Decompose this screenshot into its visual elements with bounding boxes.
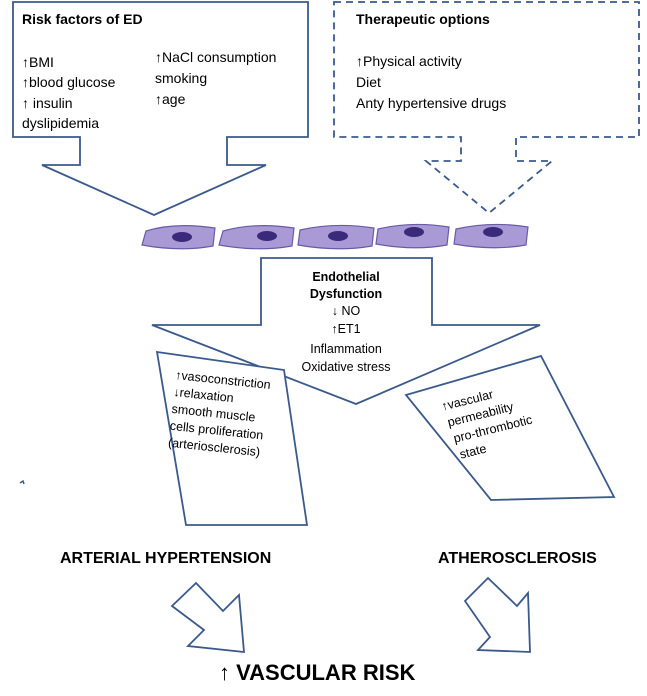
arterial-hypertension-label: ARTERIAL HYPERTENSION bbox=[60, 550, 272, 567]
left-branch-arrow bbox=[155, 350, 309, 526]
therapeutic-options-box bbox=[333, 1, 640, 215]
risk-factor-item: smoking bbox=[155, 70, 208, 86]
endothelial-item: Inflammation bbox=[310, 342, 382, 356]
therapeutic-option-item: ↑Physical activity bbox=[356, 53, 462, 69]
risk-factor-item: ↑ insulin bbox=[22, 95, 73, 111]
endothelial-item: Oxidative stress bbox=[301, 360, 391, 374]
endothelial-title: Dysfunction bbox=[309, 287, 383, 301]
endothelial-item: ↑ET1 bbox=[331, 322, 361, 336]
therapeutic-option-item: Diet bbox=[356, 74, 381, 90]
risk-factor-item: dyslipidemia bbox=[22, 115, 100, 131]
endothelial-title: Endothelial bbox=[312, 270, 380, 284]
risk-factors-box bbox=[12, 1, 309, 216]
endothelial-cell bbox=[141, 225, 216, 250]
hypertension-risk-arrow bbox=[170, 581, 245, 654]
atherosclerosis-risk-arrow bbox=[463, 576, 531, 653]
endothelial-dysfunction-arrow bbox=[151, 257, 541, 405]
endothelial-cells bbox=[141, 223, 529, 250]
atherosclerosis-label: ATHEROSCLEROSIS bbox=[438, 550, 597, 567]
risk-factor-item: ↑NaCl consumption bbox=[155, 49, 277, 65]
endothelial-cell bbox=[453, 223, 529, 249]
right-branch-arrow bbox=[404, 354, 616, 501]
therapeutic-option-item: Anty hypertensive drugs bbox=[356, 95, 507, 111]
endothelial-cell bbox=[375, 223, 450, 249]
risk-factor-item: ↑age bbox=[155, 91, 186, 107]
risk-factor-item: ↑blood glucose bbox=[22, 74, 116, 90]
risk-factor-item: ↑BMI bbox=[22, 54, 54, 70]
endothelial-cell bbox=[297, 224, 375, 250]
therapeutic-options-title: Therapeutic options bbox=[356, 11, 490, 27]
endothelial-cell bbox=[218, 225, 295, 250]
stray-mark bbox=[19, 479, 25, 485]
risk-factors-title: Risk factors of ED bbox=[22, 11, 143, 27]
vascular-risk-label: ↑ VASCULAR RISK bbox=[219, 660, 416, 685]
endothelial-item: ↓ NO bbox=[331, 304, 361, 318]
